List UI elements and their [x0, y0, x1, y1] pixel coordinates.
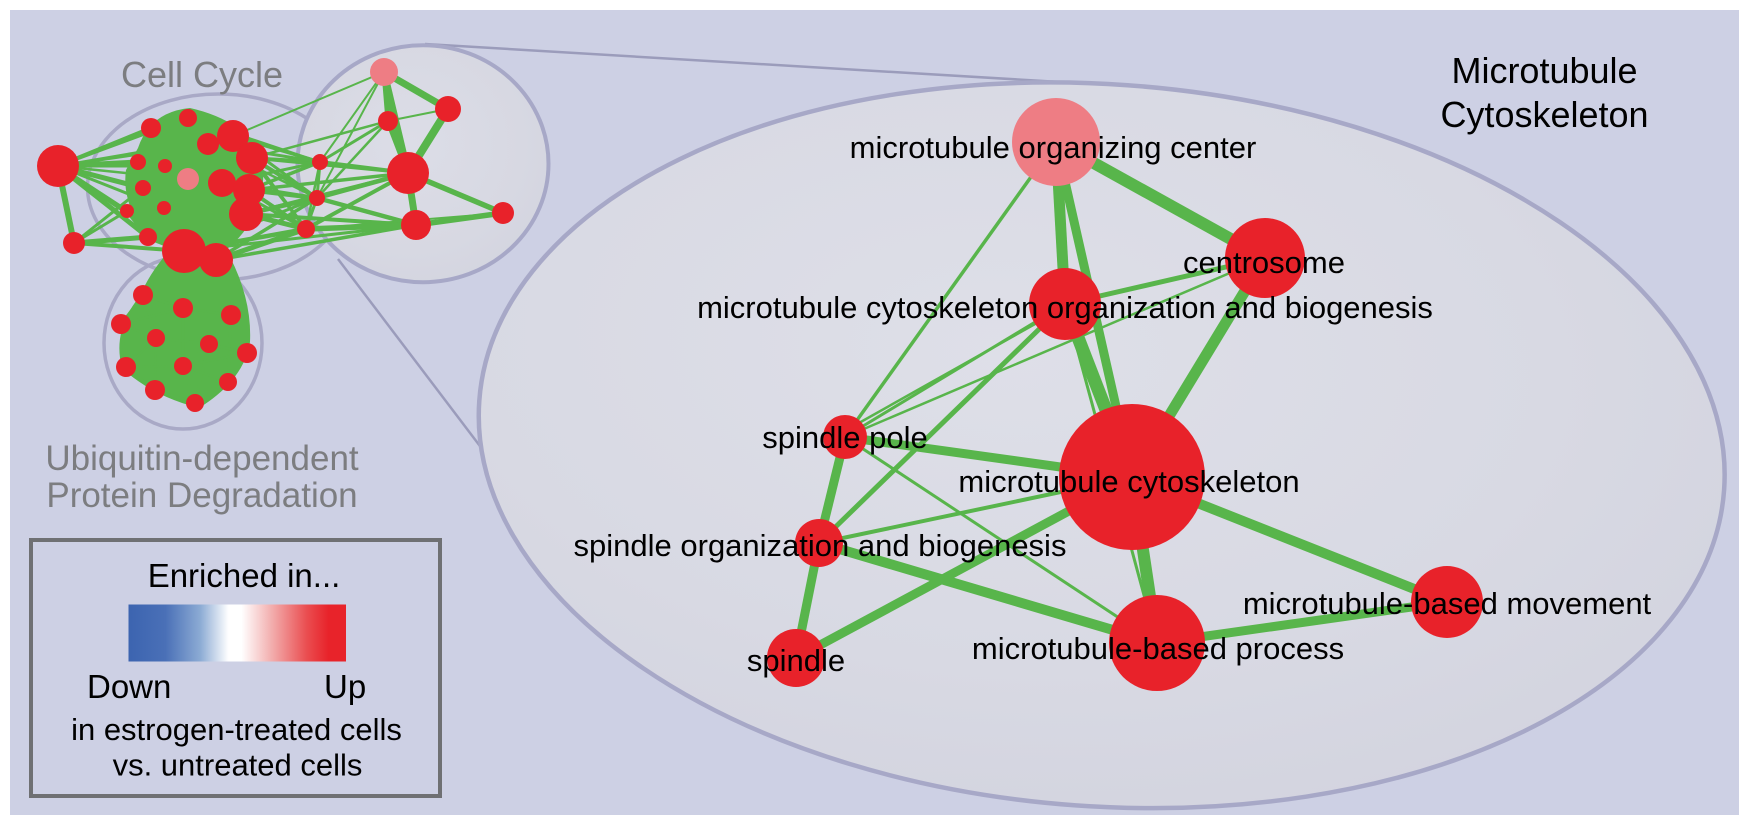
svg-text:Cell Cycle: Cell Cycle [121, 54, 283, 95]
svg-text:Up: Up [324, 668, 366, 705]
svg-text:microtubule cytoskeleton: microtubule cytoskeleton [958, 464, 1299, 499]
svg-text:Cytoskeleton: Cytoskeleton [1440, 94, 1648, 135]
svg-text:Enriched in...: Enriched in... [148, 557, 341, 594]
svg-text:spindle pole: spindle pole [762, 420, 927, 455]
svg-text:Protein Degradation: Protein Degradation [46, 476, 357, 515]
svg-text:microtubule-based process: microtubule-based process [972, 631, 1344, 666]
svg-text:microtubule cytoskeleton organ: microtubule cytoskeleton organization an… [697, 290, 1433, 325]
svg-text:microtubule-based movement: microtubule-based movement [1243, 586, 1652, 621]
svg-text:Microtubule: Microtubule [1451, 50, 1637, 91]
svg-text:spindle organization and bioge: spindle organization and biogenesis [574, 528, 1067, 563]
svg-text:Ubiquitin-dependent: Ubiquitin-dependent [45, 439, 359, 478]
svg-text:microtubule organizing center: microtubule organizing center [850, 130, 1257, 165]
svg-text:Down: Down [87, 668, 171, 705]
svg-text:spindle: spindle [747, 643, 845, 678]
svg-text:centrosome: centrosome [1183, 245, 1345, 280]
svg-text:vs. untreated cells: vs. untreated cells [113, 748, 363, 783]
svg-text:in estrogen-treated cells: in estrogen-treated cells [71, 712, 402, 747]
